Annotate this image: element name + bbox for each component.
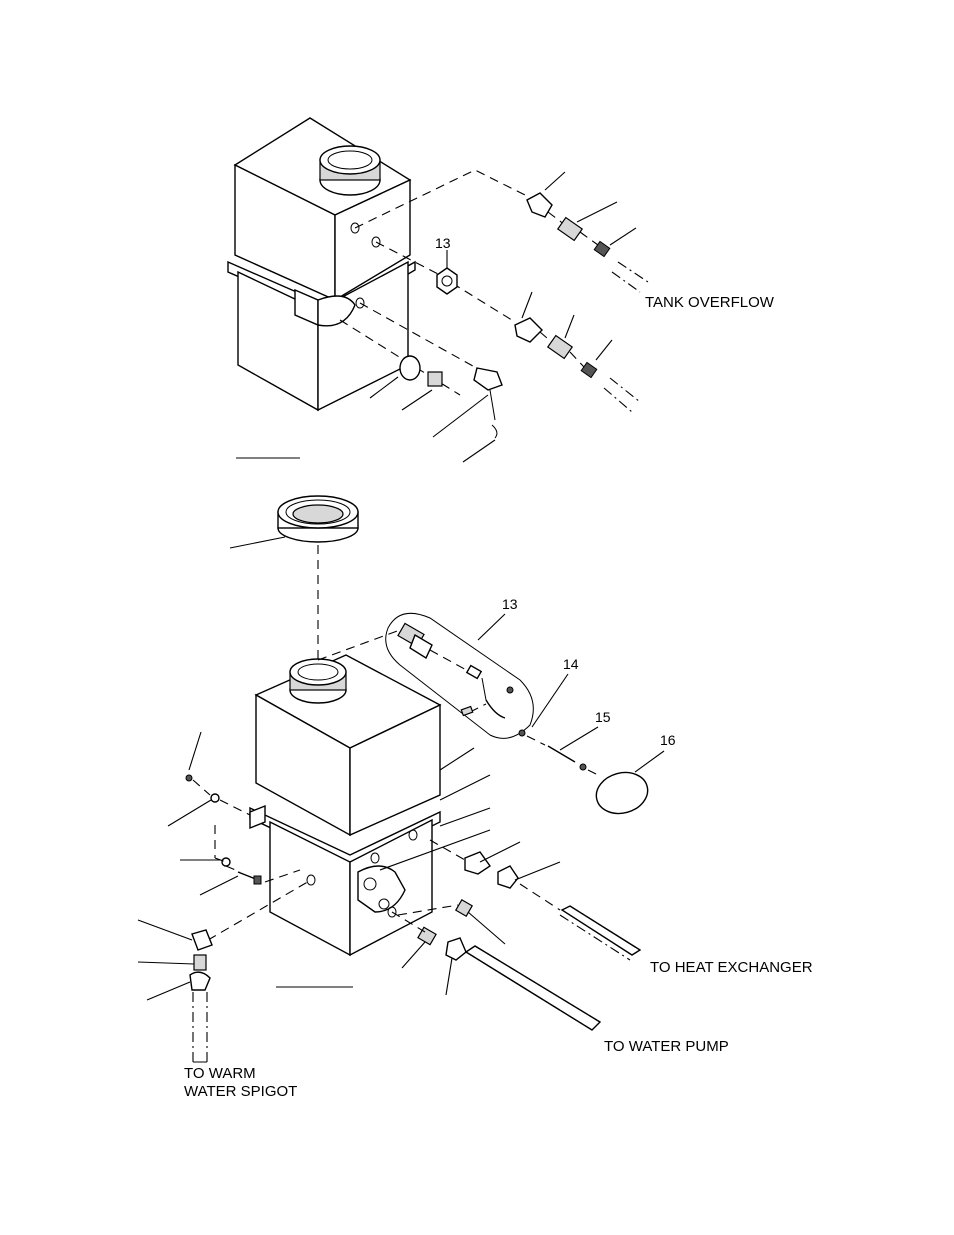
water-pump-fittings bbox=[391, 898, 602, 1031]
item-number-14: 14 bbox=[563, 656, 579, 672]
warm-water-label-line1: TO WARM bbox=[184, 1065, 256, 1082]
upper-tank bbox=[227, 117, 416, 412]
float-assembly-outline bbox=[385, 612, 534, 739]
heat-exchanger-label: TO HEAT EXCHANGER bbox=[650, 959, 813, 976]
washer-14 bbox=[518, 729, 526, 737]
upper-tank-lower-front bbox=[237, 270, 319, 412]
item-number-16: 16 bbox=[660, 732, 676, 748]
float-assembly-13 bbox=[397, 622, 514, 719]
warm-water-label-line2: WATER SPIGOT bbox=[184, 1083, 298, 1100]
heat-exchanger-fittings bbox=[429, 839, 642, 961]
spigot-fittings bbox=[189, 929, 213, 1063]
float-16 bbox=[595, 771, 649, 815]
lower-tank bbox=[249, 654, 442, 957]
water-pump-label: TO WATER PUMP bbox=[604, 1038, 729, 1055]
tank-overflow-label: TANK OVERFLOW bbox=[645, 294, 774, 311]
upper-fitting-13 bbox=[436, 267, 458, 295]
float-rod-15 bbox=[547, 745, 576, 763]
item-number-15: 15 bbox=[595, 709, 611, 725]
tank-cap bbox=[277, 495, 359, 543]
item-number-13-upper: 13 bbox=[435, 235, 451, 251]
item-number-13-float-assembly: 13 bbox=[502, 596, 518, 612]
